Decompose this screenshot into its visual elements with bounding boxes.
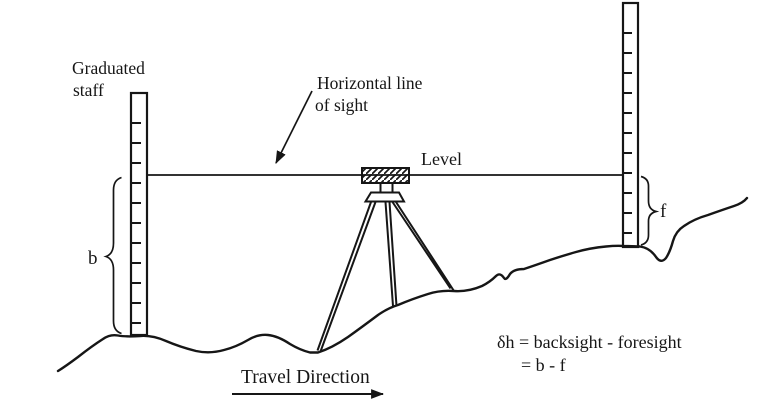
tripod-head — [363, 191, 406, 203]
level-label: Level — [421, 149, 462, 169]
graduated-staff-label-line1: Graduated — [72, 58, 145, 78]
sight-label-line2: of sight — [315, 95, 368, 115]
tripod-leg-right — [391, 201, 455, 292]
left-staff-graduations — [131, 122, 141, 324]
right-staff-graduations — [623, 32, 632, 234]
sight-pointer-arrow — [275, 90, 313, 164]
left-staff-body — [129, 91, 149, 337]
sight-label: Horizontal line of sight — [275, 73, 423, 164]
level-body — [361, 167, 410, 184]
travel-direction: Travel Direction — [232, 367, 385, 399]
graduated-staff-label: Graduated staff — [72, 58, 145, 100]
tripod — [316, 201, 455, 352]
backsight-brace — [103, 176, 122, 335]
ground-profile — [56, 196, 749, 373]
foresight-label: f — [660, 201, 667, 222]
equation-line2: = b - f — [521, 355, 566, 375]
equation: δh = backsight - foresight = b - f — [497, 332, 682, 375]
tripod-leg-left — [316, 201, 377, 352]
left-staff — [129, 91, 149, 337]
tripod-leg-middle — [384, 201, 398, 307]
sight-label-line1: Horizontal line — [317, 73, 423, 93]
graduated-staff-label-line2: staff — [73, 80, 104, 100]
travel-direction-label: Travel Direction — [241, 367, 370, 388]
foresight-brace — [640, 175, 660, 246]
equation-line1: δh = backsight - foresight — [497, 332, 682, 352]
right-staff-body — [621, 1, 640, 249]
right-staff — [621, 1, 640, 249]
level-instrument — [361, 167, 410, 203]
backsight-label: b — [88, 248, 98, 269]
